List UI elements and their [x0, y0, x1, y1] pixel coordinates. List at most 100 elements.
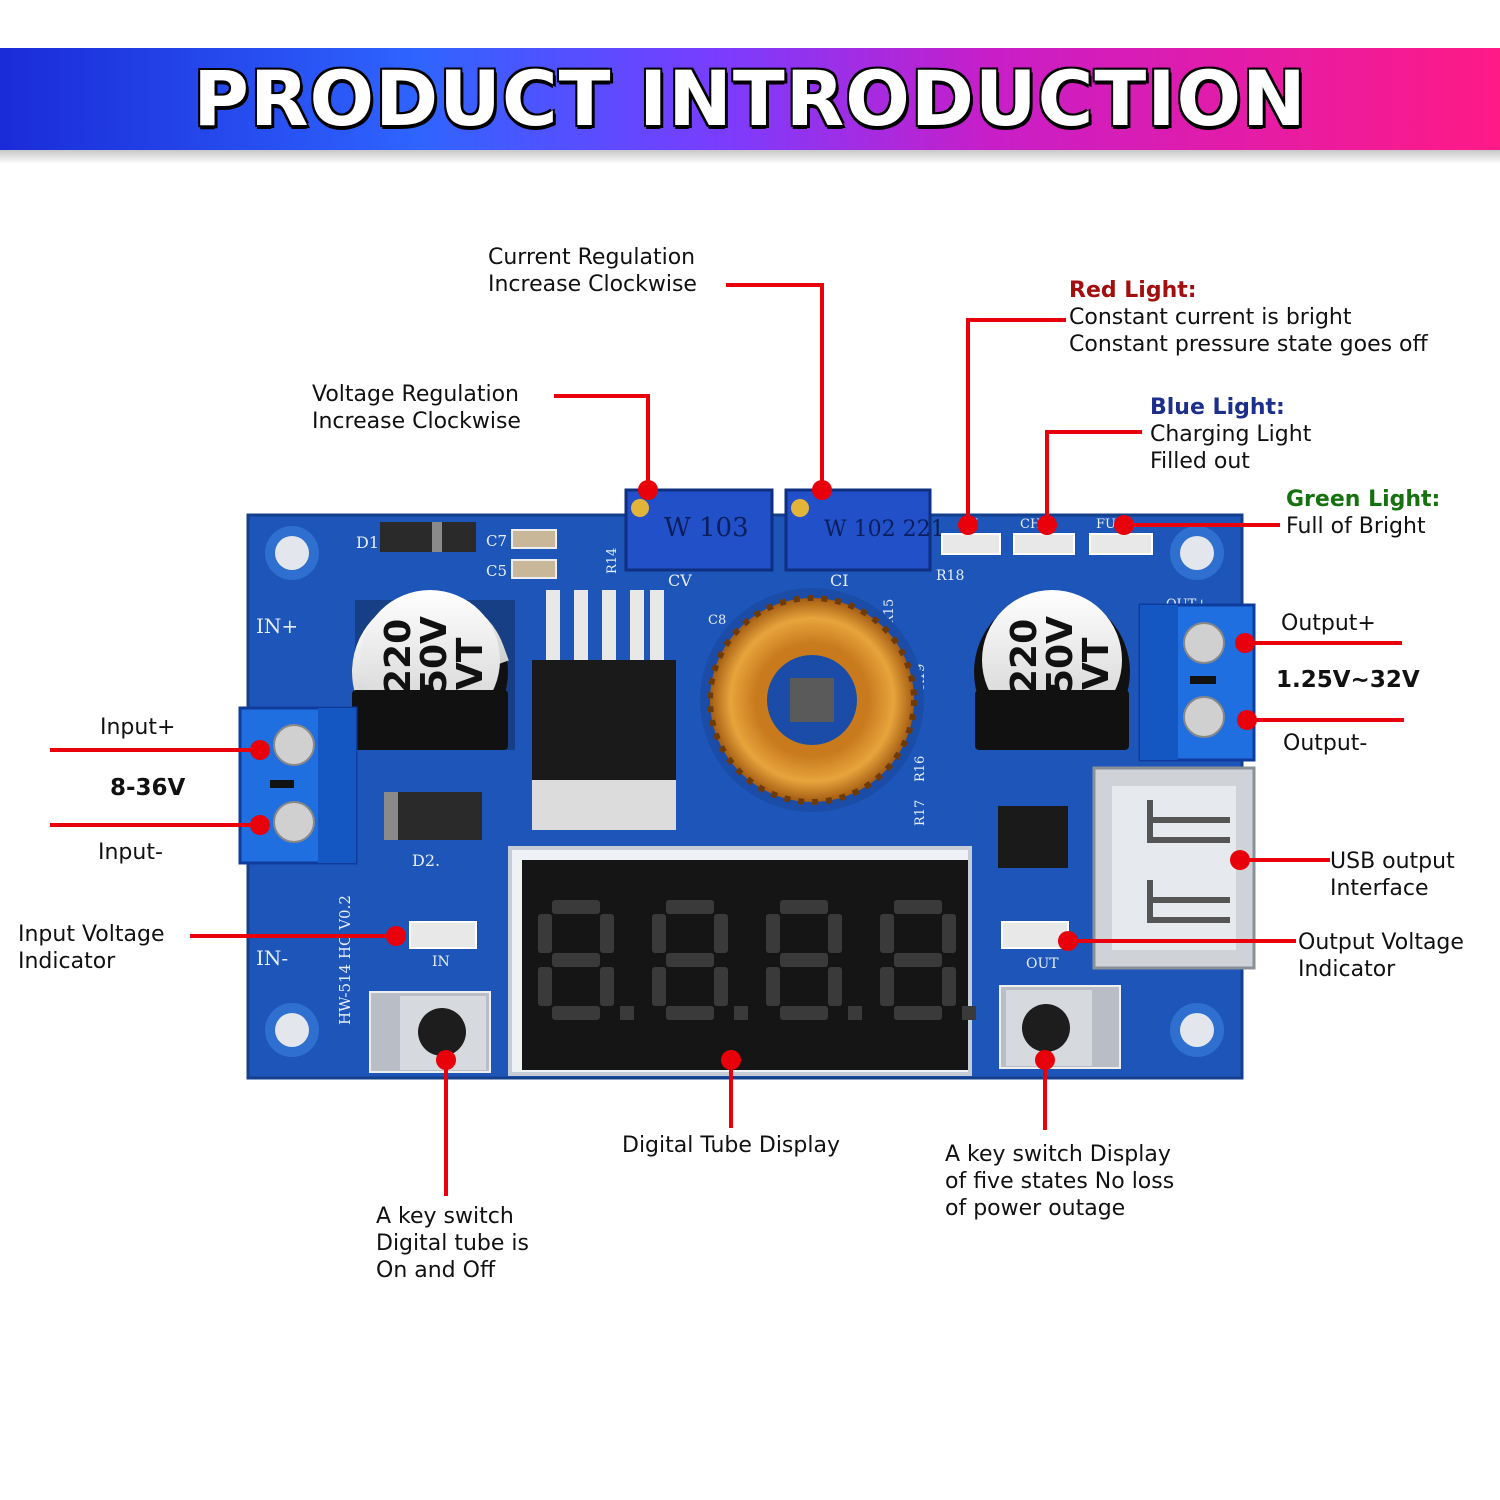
digit-4-decimal-point [962, 1006, 976, 1020]
label-red-light: Red Light: Constant current is bright Co… [1069, 277, 1428, 358]
label-input-range: 8-36V [110, 775, 186, 801]
silk-d1: D1 [356, 533, 379, 552]
cap-right-line1: 220 [1004, 619, 1045, 694]
label-green-light: Green Light: Full of Bright [1286, 486, 1440, 540]
digit-1-decimal-point [620, 1006, 634, 1020]
leader-lines [50, 283, 1404, 1196]
label-line: Filled out [1150, 449, 1250, 474]
digit-1-segment-5 [600, 914, 614, 953]
label-line: of power outage [945, 1196, 1126, 1221]
silk-r14: R14 [605, 548, 620, 574]
led-ful [1089, 533, 1153, 555]
silk-c8: C8 [708, 613, 726, 628]
digit-3-segment-1 [780, 900, 828, 914]
input-terminal-block [238, 706, 358, 865]
silk-ci: CI [830, 571, 849, 590]
label-line: of five states No loss [945, 1169, 1175, 1194]
banner-shadow [0, 150, 1500, 164]
cap-right-line3: VT [1076, 637, 1117, 690]
silk-out-led: OUT [1026, 956, 1059, 972]
digit-1-segment-7 [600, 967, 614, 1006]
label-input-voltage-indicator: Input Voltage Indicator [18, 921, 164, 975]
digit-3-segment-4 [766, 914, 780, 953]
silk-c5: C5 [486, 562, 507, 580]
digit-4-segment-2 [894, 953, 942, 967]
label-key-switch-right: A key switch Display of five states No l… [945, 1141, 1174, 1222]
label-line: Constant current is bright [1069, 305, 1352, 330]
label-output-range: 1.25V~32V [1276, 667, 1420, 693]
diode-d2 [384, 792, 482, 840]
capacitor-c5 [511, 559, 557, 579]
digit-3-segment-6 [766, 967, 780, 1006]
digit-2-segment-1 [666, 900, 714, 914]
led-chg [1013, 533, 1075, 555]
pot-left-label: W 103 [664, 513, 749, 543]
silk-r16: R16 [913, 756, 928, 782]
cap-left-line2: 50V [414, 616, 455, 694]
label-line: Current Regulation [488, 245, 696, 270]
capacitor-c7 [511, 529, 557, 549]
digit-1-segment-2 [552, 953, 600, 967]
seven-segment-display [508, 846, 976, 1076]
label-line: Voltage Regulation [312, 382, 519, 407]
led-cv [941, 533, 1001, 555]
digit-1-segment-1 [552, 900, 600, 914]
label-voltage-regulation: Voltage Regulation Increase Clockwise [312, 381, 521, 435]
silk-r18: R18 [936, 568, 964, 584]
digit-4-segment-4 [880, 914, 894, 953]
title-banner [0, 48, 1500, 150]
red-light-heading: Red Light: [1069, 278, 1197, 303]
control-ic [998, 806, 1068, 868]
label-line: A key switch Display [945, 1142, 1171, 1167]
label-input-minus: Input- [98, 840, 163, 865]
digit-1-segment-6 [538, 967, 552, 1006]
label-input-plus: Input+ [100, 715, 176, 740]
potentiometer-voltage: W 103 [624, 488, 774, 572]
silk-in-led: IN [432, 954, 450, 970]
label-line: Increase Clockwise [488, 272, 697, 297]
cap-right-line2: 50V [1040, 616, 1081, 694]
silk-r17: R17 [913, 800, 928, 826]
label-output-plus: Output+ [1281, 611, 1376, 636]
digit-3-segment-3 [780, 1006, 828, 1020]
label-line: Indicator [1298, 957, 1396, 982]
digit-2-segment-4 [652, 914, 666, 953]
diode-d1 [380, 522, 476, 552]
capacitor-left: 220 50V VT [352, 590, 515, 750]
digit-4-segment-1 [894, 900, 942, 914]
button-display-toggle [369, 991, 491, 1073]
silk-in-minus: IN- [256, 946, 288, 970]
digit-2-segment-2 [666, 953, 714, 967]
label-line: Indicator [18, 949, 116, 974]
label-blue-light: Blue Light: Charging Light Filled out [1150, 394, 1311, 475]
blue-light-heading: Blue Light: [1150, 395, 1285, 420]
label-line: Output Voltage [1298, 930, 1464, 955]
green-light-heading: Green Light: [1286, 487, 1441, 512]
output-terminal-block [1138, 603, 1256, 762]
digit-2-segment-3 [666, 1006, 714, 1020]
leader-dots [250, 480, 1257, 1070]
label-digital-tube-display: Digital Tube Display [622, 1133, 840, 1158]
pot-right-label: W 102 221 [824, 517, 945, 542]
cap-left-line3: VT [450, 637, 491, 690]
label-line: Increase Clockwise [312, 409, 521, 434]
digit-3-segment-5 [828, 914, 842, 953]
digit-1-segment-4 [538, 914, 552, 953]
silk-d2: D2. [412, 851, 440, 870]
label-line: A key switch [376, 1204, 514, 1229]
silk-cv: CV [668, 571, 692, 590]
digit-3-segment-2 [780, 953, 828, 967]
led-out [1001, 921, 1069, 949]
label-line: On and Off [376, 1258, 496, 1283]
label-current-regulation: Current Regulation Increase Clockwise [488, 244, 697, 298]
label-output-voltage-indicator: Output Voltage Indicator [1298, 929, 1464, 983]
capacitor-right: 220 50V VT [974, 590, 1130, 750]
digit-4-segment-7 [942, 967, 956, 1006]
digit-3-decimal-point [848, 1006, 862, 1020]
digit-4-segment-5 [942, 914, 956, 953]
digit-1-segment-3 [552, 1006, 600, 1020]
led-in [409, 921, 477, 949]
digit-2-segment-5 [714, 914, 728, 953]
button-display-mode [999, 985, 1121, 1069]
